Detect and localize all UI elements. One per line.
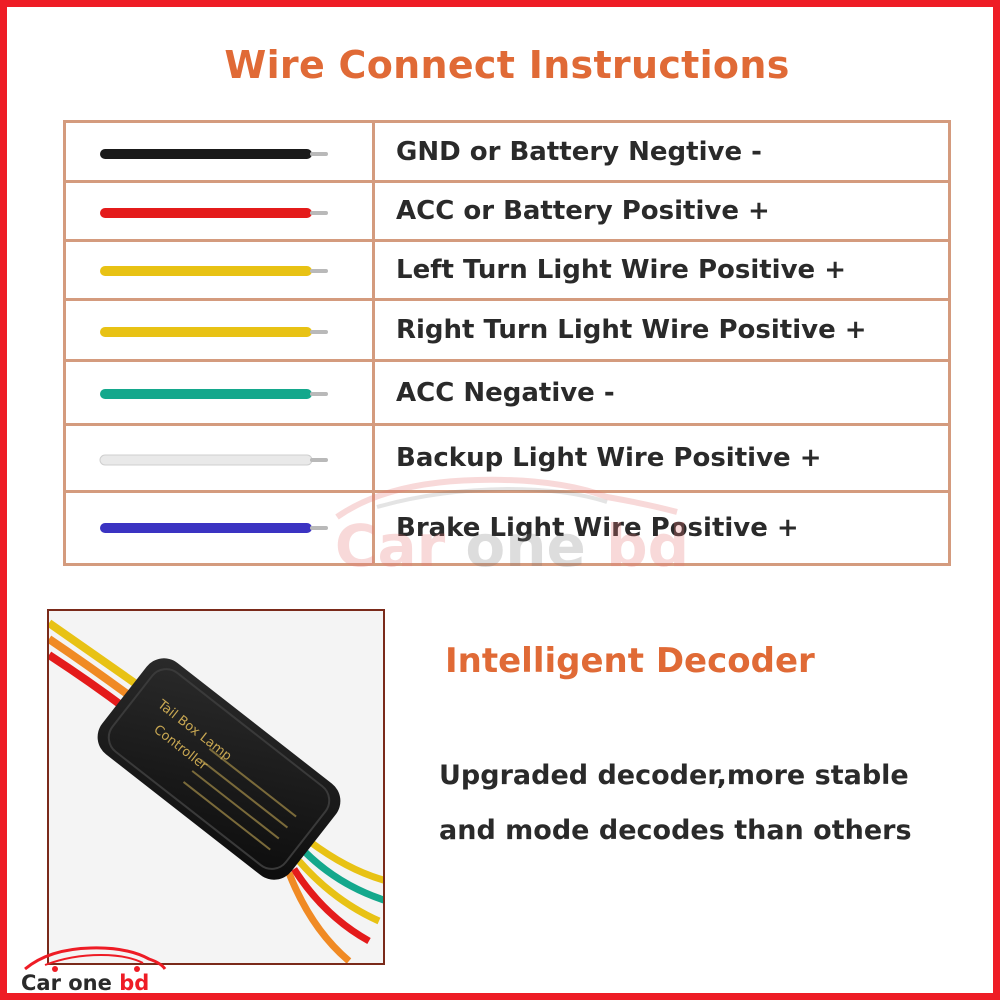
wire-swatch-cell [66,493,375,563]
wire-row-acc-negative: ACC Negative - [66,362,948,426]
wire-yellow-icon [100,266,328,276]
decoder-device-icon: Tail Box Lamp Controller [49,619,383,963]
wire-label: ACC or Battery Positive + [396,196,770,226]
wire-row-backup: Backup Light Wire Positive + [66,426,948,493]
wire-label: Brake Light Wire Positive + [396,513,799,543]
wire-swatch-cell [66,426,375,490]
logo-text-part: Car one [21,971,120,995]
wire-black-icon [100,149,328,159]
wire-row-left-turn: Left Turn Light Wire Positive + [66,242,948,301]
wire-swatch-cell [66,301,375,359]
wire-swatch-cell [66,242,375,298]
wire-blue-icon [100,523,328,533]
decoder-heading: Intelligent Decoder [445,641,815,681]
car-logo-icon [24,946,167,972]
logo-text-accent: bd [119,971,150,995]
wire-table: GND or Battery Negtive - ACC or Battery … [63,120,951,566]
decoder-photo: Tail Box Lamp Controller [47,609,385,965]
wire-green-icon [100,389,328,399]
wire-label: GND or Battery Negtive - [396,136,762,167]
brand-logo: Car one bd [19,943,179,999]
logo-text: Car one bd [21,971,149,995]
wire-row-gnd: GND or Battery Negtive - [66,123,948,183]
wire-label: ACC Negative - [396,377,615,408]
wire-label: Backup Light Wire Positive + [396,443,822,473]
wire-swatch-cell [66,123,375,180]
decoder-description-line-2: and mode decodes than others [439,815,912,846]
wire-swatch-cell [66,183,375,239]
wire-yellow-icon [100,327,328,337]
page-title: Wire Connect Instructions [224,43,790,87]
wire-swatch-cell [66,362,375,423]
wire-white-icon [99,454,328,466]
wire-row-acc-positive: ACC or Battery Positive + [66,183,948,242]
wire-row-brake: Brake Light Wire Positive + [66,493,948,563]
decoder-description-line-1: Upgraded decoder,more stable [439,760,909,791]
wire-label: Right Turn Light Wire Positive + [396,315,867,345]
wire-red-icon [100,208,328,218]
wire-label: Left Turn Light Wire Positive + [396,255,847,285]
wire-row-right-turn: Right Turn Light Wire Positive + [66,301,948,362]
